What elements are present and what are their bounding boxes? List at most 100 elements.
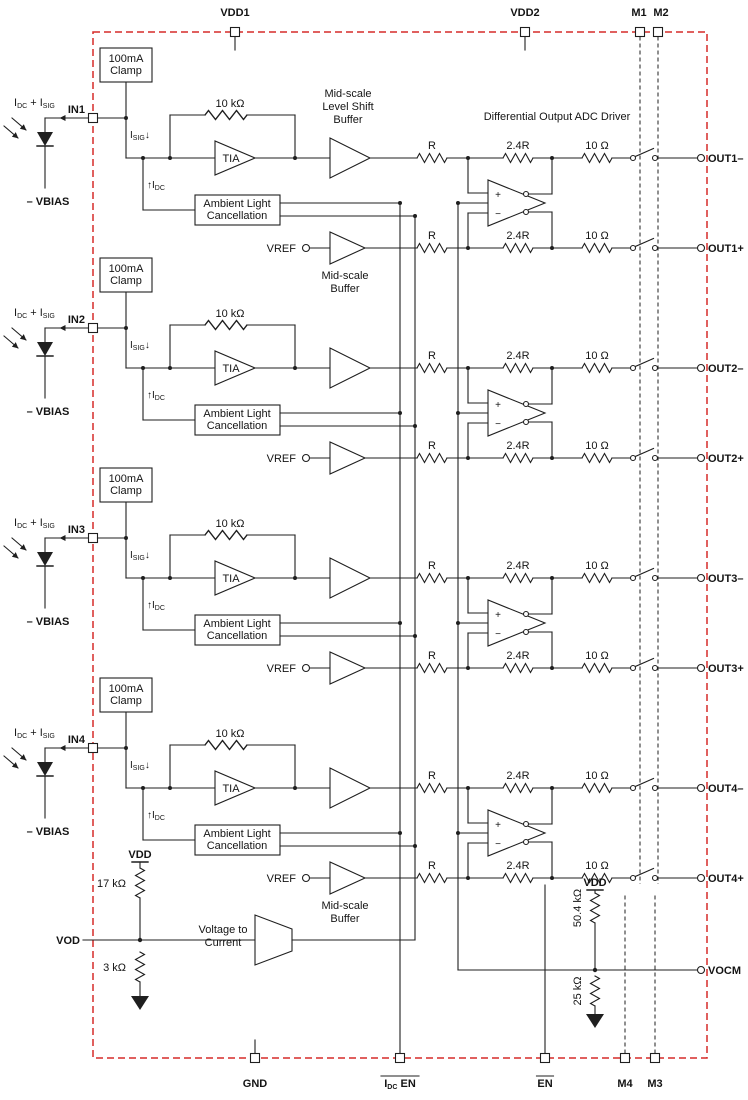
vocm-pin-label: VOCM (708, 965, 741, 977)
level-shift-caption-3: Buffer (333, 114, 362, 126)
r10-label-bottom: 10 Ω (585, 440, 609, 452)
out1-neg-label: OUT1– (708, 153, 743, 165)
r24-label-bottom: 2.4R (506, 650, 529, 662)
ground-symbol (131, 996, 149, 1010)
alc-label-2: Cancellation (207, 210, 268, 222)
vdd2-pin (519, 26, 531, 38)
in4-pin-label: IN4 (68, 734, 86, 746)
v2i-label-1: Voltage to (199, 924, 248, 936)
isig-label: ISIG↓ (130, 550, 150, 562)
r-label-bottom: R (428, 650, 436, 662)
m1-pin (634, 26, 646, 38)
vod-section: VDD 17 kΩ VOD 3 kΩ Voltage to Current (56, 849, 416, 1010)
resistor-50-4k (589, 892, 601, 924)
level-shift-caption-2: Level Shift (322, 101, 373, 113)
alc-label-1: Ambient Light (203, 618, 270, 630)
idc-en-pin (394, 1052, 406, 1064)
feedback-resistor-label: 10 kΩ (215, 308, 244, 320)
r10-label-bottom: 10 Ω (585, 650, 609, 662)
amp-plus-sign: + (495, 820, 501, 831)
vbias-label: – VBIAS (27, 826, 70, 838)
tia-label: TIA (222, 573, 240, 585)
vocm-section: VDD 50.4 kΩ 25 kΩ VOCM (457, 877, 741, 1028)
midscale-buffer-caption-2: Buffer (330, 283, 359, 295)
r10-label-bottom: 10 Ω (585, 860, 609, 872)
vref-label: VREF (267, 243, 297, 255)
clamp-label-1: 100mA (109, 263, 145, 275)
adc-driver-title: Differential Output ADC Driver (484, 111, 631, 123)
m3-pin (649, 1052, 661, 1064)
channel-4: IDC + ISIG IN4 ISIG↓ ↑IDC – VBIAS 100mA … (4, 678, 744, 894)
ground-symbol (586, 1014, 604, 1028)
idc-label: ↑IDC (147, 180, 165, 192)
amp-minus-sign: − (495, 419, 501, 430)
r10-label-top: 10 Ω (585, 140, 609, 152)
photocurrent-label: IDC + ISIG (14, 307, 55, 320)
en-pin (539, 1052, 551, 1064)
clamp-label-1: 100mA (109, 683, 145, 695)
r-label-bottom: R (428, 860, 436, 872)
m4-pin (619, 1052, 631, 1064)
vocm-terminal (696, 965, 706, 975)
out3-pos-label: OUT3+ (708, 663, 744, 675)
gnd-pin (249, 1052, 261, 1064)
feedback-resistor-label: 10 kΩ (215, 98, 244, 110)
resistor-3k-label: 3 kΩ (103, 962, 126, 974)
clamp-label-2: Clamp (110, 695, 142, 707)
en-pin-label: EN (537, 1078, 552, 1090)
resistor-17k (134, 867, 146, 899)
midscale-buffer-caption-1: Mid-scale (321, 900, 368, 912)
m2-pin-label: M2 (653, 7, 668, 19)
channel-3: IDC + ISIG IN3 ISIG↓ ↑IDC – VBIAS 100mA … (4, 468, 744, 684)
m1-pin-label: M1 (631, 7, 646, 19)
isig-label: ISIG↓ (130, 760, 150, 772)
vdd1-pin-label: VDD1 (220, 7, 249, 19)
vref-label: VREF (267, 663, 297, 675)
clamp-label-1: 100mA (109, 473, 145, 485)
resistor-17k-label: 17 kΩ (97, 878, 126, 890)
r10-label-bottom: 10 Ω (585, 230, 609, 242)
out4-pos-label: OUT4+ (708, 873, 744, 885)
voltage-to-current-block (254, 914, 293, 966)
channel-2: IDC + ISIG IN2 ISIG↓ ↑IDC – VBIAS 100mA … (4, 258, 744, 474)
photocurrent-label: IDC + ISIG (14, 97, 55, 110)
alc-label-2: Cancellation (207, 420, 268, 432)
clamp-label-2: Clamp (110, 485, 142, 497)
clamp-label-1: 100mA (109, 53, 145, 65)
v2i-label-2: Current (205, 937, 242, 949)
in2-pin-label: IN2 (68, 314, 85, 326)
vref-label: VREF (267, 453, 297, 465)
out4-neg-label: OUT4– (708, 783, 743, 795)
midscale-buffer-caption-2: Buffer (330, 913, 359, 925)
feedback-resistor-label: 10 kΩ (215, 728, 244, 740)
gnd-pin-label: GND (243, 1078, 268, 1090)
m4-pin-label: M4 (617, 1078, 633, 1090)
vbias-label: – VBIAS (27, 616, 70, 628)
alc-label-2: Cancellation (207, 630, 268, 642)
r-label-top: R (428, 560, 436, 572)
r24-label-top: 2.4R (506, 770, 529, 782)
r-label-bottom: R (428, 440, 436, 452)
resistor-3k (134, 951, 146, 983)
r24-label-top: 2.4R (506, 140, 529, 152)
r10-label-top: 10 Ω (585, 770, 609, 782)
vdd1-pin (229, 26, 241, 38)
out3-neg-label: OUT3– (708, 573, 743, 585)
idc-en-pin-label: IDC EN (384, 1078, 416, 1091)
r24-label-bottom: 2.4R (506, 230, 529, 242)
idc-label: ↑IDC (147, 810, 165, 822)
r-label-bottom: R (428, 230, 436, 242)
vdd-supply-label: VDD (583, 877, 606, 889)
resistor-25k-label: 25 kΩ (572, 976, 584, 1005)
r-label-top: R (428, 140, 436, 152)
m2-pin (652, 26, 664, 38)
level-shift-caption-1: Mid-scale (324, 88, 371, 100)
r10-label-top: 10 Ω (585, 350, 609, 362)
in1-pin-label: IN1 (68, 104, 85, 116)
amp-minus-sign: − (495, 629, 501, 640)
clamp-label-2: Clamp (110, 275, 142, 287)
isig-label: ISIG↓ (130, 340, 150, 352)
tia-label: TIA (222, 363, 240, 375)
idc-label: ↑IDC (147, 390, 165, 402)
r-label-top: R (428, 770, 436, 782)
